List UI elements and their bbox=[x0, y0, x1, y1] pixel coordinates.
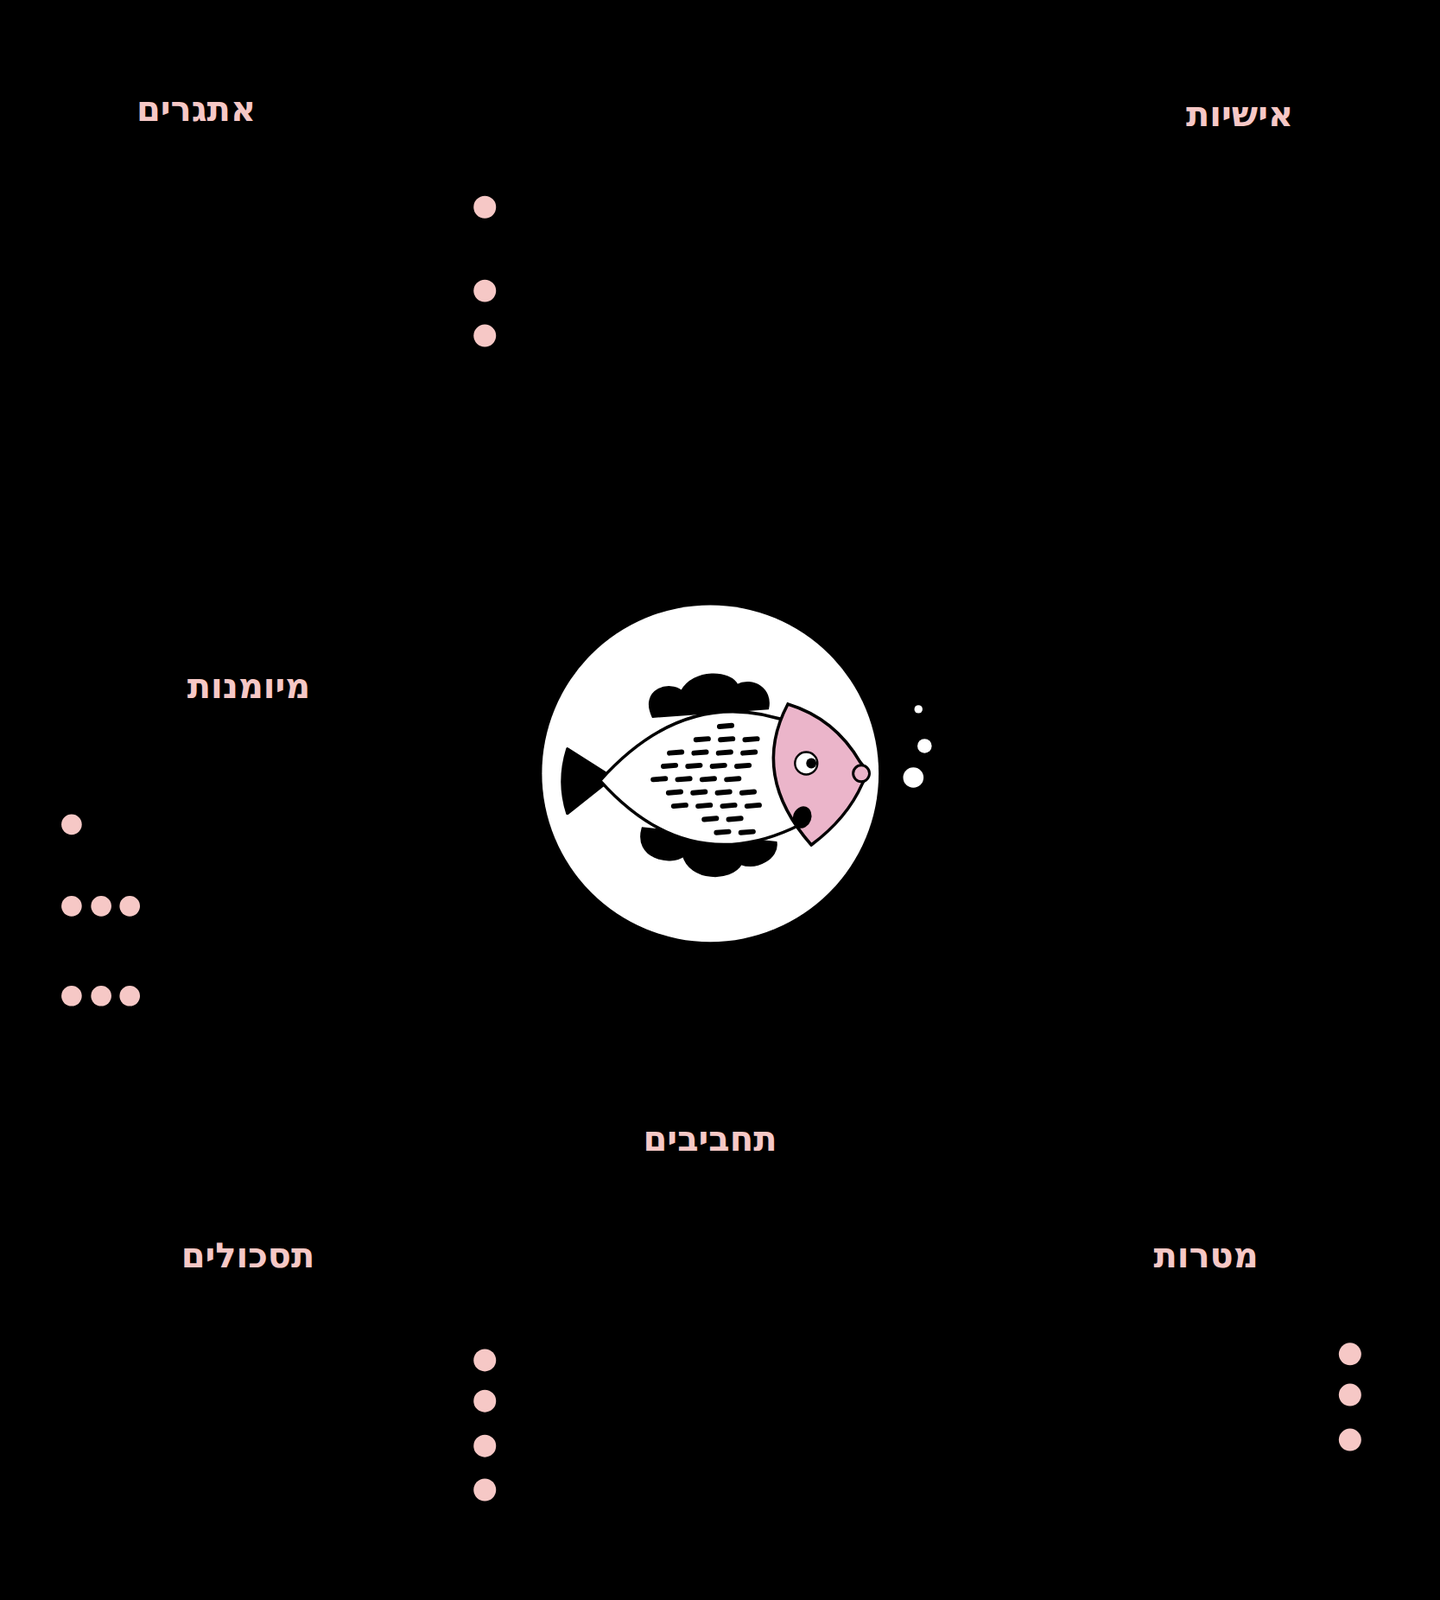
category-label: תסכולים bbox=[181, 1234, 316, 1276]
scale-dash bbox=[697, 805, 711, 806]
category-label: תחביבים bbox=[643, 1117, 778, 1160]
scale-dash bbox=[726, 778, 739, 780]
scale-dash bbox=[677, 778, 690, 780]
scale-dash bbox=[669, 751, 682, 753]
scale-dash bbox=[696, 738, 709, 740]
fish bbox=[562, 674, 870, 876]
scale-dash bbox=[741, 831, 754, 833]
scale-dash bbox=[722, 805, 735, 806]
bullet-dots bbox=[61, 196, 1362, 1502]
scale-dash bbox=[687, 765, 700, 767]
category-label: אישיות bbox=[1186, 93, 1294, 135]
scale-dash bbox=[716, 831, 729, 833]
scale-dash bbox=[742, 751, 755, 753]
scale-dash bbox=[712, 765, 725, 767]
scale-dash bbox=[729, 818, 742, 819]
scale-dash bbox=[720, 738, 733, 740]
scale-dash bbox=[693, 751, 706, 753]
scale-dash bbox=[736, 765, 749, 767]
scale-dash bbox=[719, 725, 732, 727]
white-circle bbox=[541, 604, 879, 942]
scale-dash bbox=[717, 792, 730, 793]
scale-dash bbox=[692, 792, 705, 793]
scale-dash bbox=[673, 805, 686, 806]
scale-dash bbox=[718, 751, 731, 753]
scale-dash bbox=[704, 818, 717, 819]
bubbles bbox=[903, 704, 933, 788]
scale-dash bbox=[663, 765, 676, 767]
scale-dash bbox=[742, 792, 755, 793]
scale-dash bbox=[744, 738, 757, 740]
scale-dash bbox=[702, 778, 715, 780]
scale-dash bbox=[653, 778, 666, 780]
scale-dash bbox=[668, 792, 681, 793]
scale-dash bbox=[747, 805, 760, 806]
category-label: אתגרים bbox=[136, 88, 256, 130]
category-label: מיומנות bbox=[187, 665, 311, 707]
category-label: מטרות bbox=[1153, 1234, 1258, 1276]
